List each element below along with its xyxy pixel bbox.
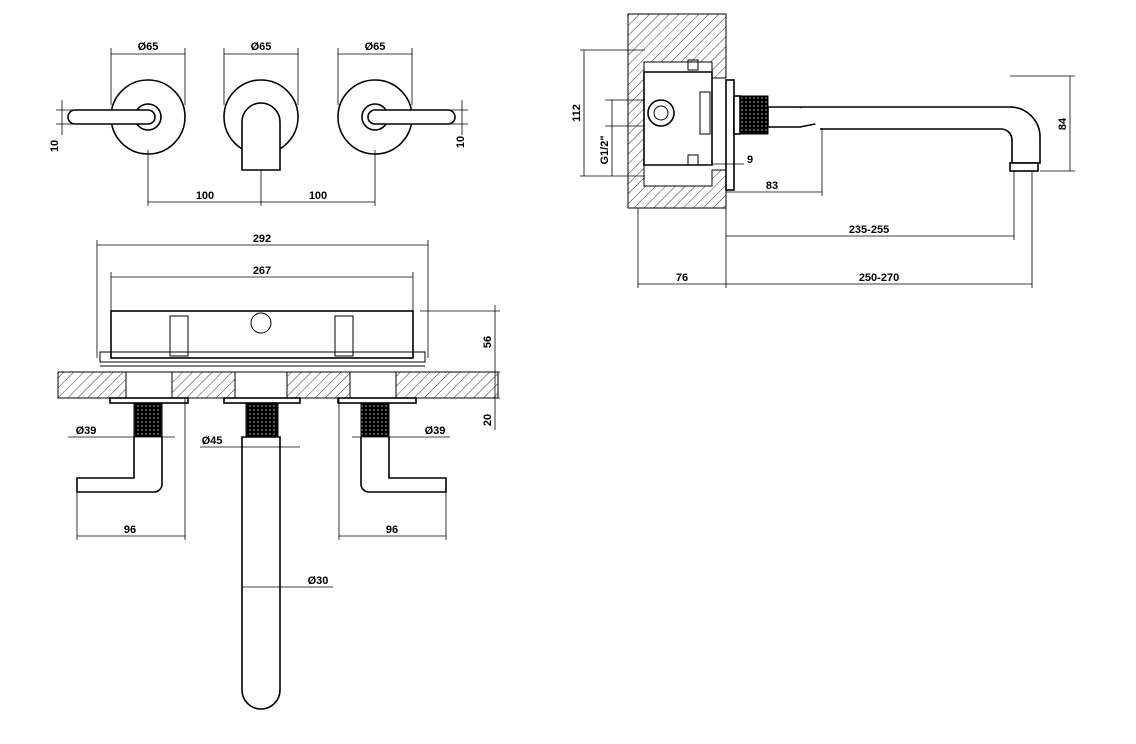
right-lever <box>367 109 456 125</box>
right-lever-plan <box>360 437 447 493</box>
dim-100-left: 100 <box>196 190 214 202</box>
side-knurled-collar <box>739 95 769 135</box>
dim-96-left: 96 <box>124 524 136 536</box>
dim-250-270: 250-270 <box>859 272 899 284</box>
dim-56: 56 <box>482 336 494 348</box>
dim-d39-right: Ø39 <box>425 425 446 437</box>
front-spout <box>241 102 281 171</box>
dim-d30: Ø30 <box>308 575 329 587</box>
spout-knurled-collar <box>245 403 279 438</box>
side-view: 112 G1/2" 9 83 84 235-255 76 250-270 <box>571 13 1075 288</box>
dim-96-right: 96 <box>386 524 398 536</box>
dim-235-255: 235-255 <box>849 224 889 236</box>
plan-spout <box>241 436 281 710</box>
dim-100-right: 100 <box>309 190 327 202</box>
concealed-body <box>110 310 414 359</box>
dim-g12: G1/2" <box>599 135 611 164</box>
dim-83: 83 <box>766 180 778 192</box>
left-knurled-handle <box>133 403 163 438</box>
dim-292: 292 <box>253 233 271 245</box>
left-lever <box>67 109 156 125</box>
dim-d65-mid: Ø65 <box>251 41 272 53</box>
dim-d39-left: Ø39 <box>76 425 97 437</box>
left-lever-plan <box>76 437 163 493</box>
dim-9: 9 <box>747 154 753 166</box>
dim-267: 267 <box>253 265 271 277</box>
dim-d45: Ø45 <box>202 435 223 447</box>
dim-10-right: 10 <box>455 136 467 148</box>
dim-d65-left: Ø65 <box>138 41 159 53</box>
side-spout <box>800 106 1041 164</box>
plan-view: 292 267 56 20 Ø39 96 <box>57 233 500 710</box>
right-knurled-handle <box>360 403 390 438</box>
dim-76: 76 <box>676 272 688 284</box>
dim-d65-right: Ø65 <box>365 41 386 53</box>
dim-20: 20 <box>482 414 494 426</box>
front-view: Ø65 Ø65 Ø65 10 10 100 100 <box>49 41 468 206</box>
dim-112: 112 <box>571 104 583 122</box>
dim-10-left: 10 <box>49 140 61 152</box>
dim-84: 84 <box>1057 117 1069 130</box>
